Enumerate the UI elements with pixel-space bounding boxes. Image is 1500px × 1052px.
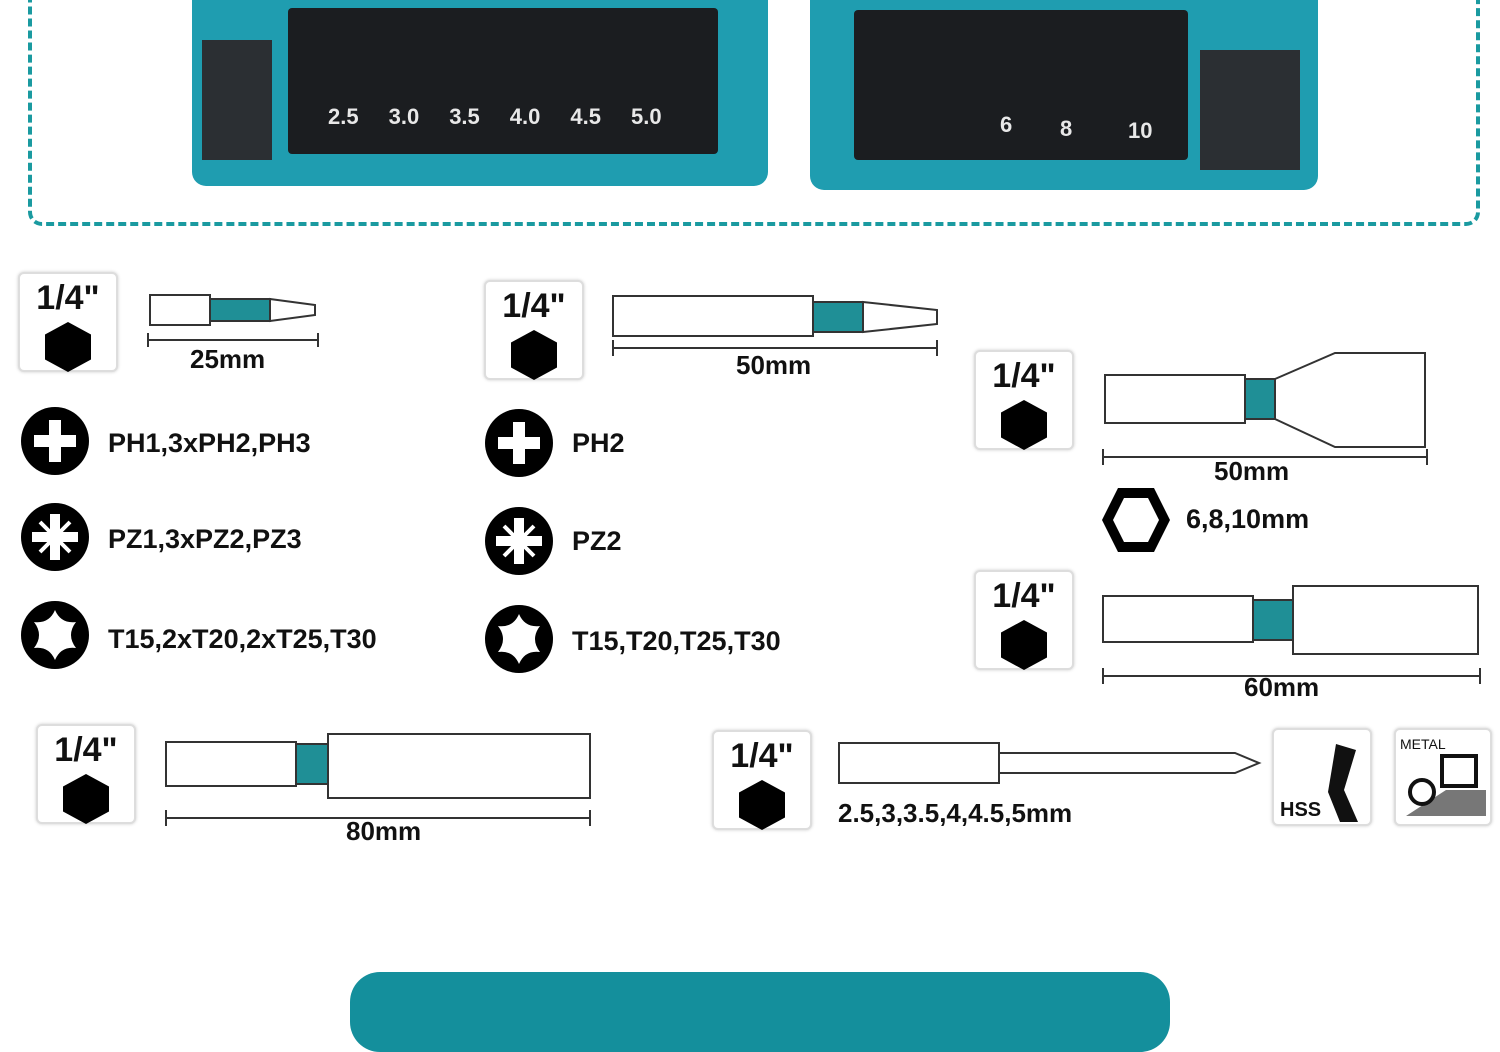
metal-stock-icon (1406, 754, 1486, 816)
nut-size-label: 10 (1128, 118, 1153, 143)
ph-set-label: PH1,3xPH2,PH3 (108, 428, 311, 458)
phillips-icon (21, 407, 89, 475)
length-label: 50mm (1214, 456, 1290, 486)
torx-set-label: T15,2xT20,2xT25,T30 (108, 624, 377, 654)
pozidriv-icon (484, 506, 554, 576)
hex-icon (1001, 620, 1047, 670)
shank-badge: 1/4" (974, 570, 1074, 670)
case-left (192, 0, 768, 186)
case-right (810, 0, 1318, 190)
drill-bit-drawing (838, 742, 1262, 784)
shank-badge: 1/4" (18, 272, 118, 372)
size-label: 5.0 (630, 104, 662, 129)
nut-size-label: 8 (1060, 116, 1073, 141)
hex-icon (45, 322, 91, 372)
nut-driver-drawing (1102, 352, 1428, 465)
size-label: 3.0 (388, 104, 420, 129)
length-label: 80mm (346, 816, 422, 846)
drill-sizes: 2.5,3,3.5,4,4.5,5mm (838, 798, 1073, 828)
photo-frame (28, 0, 1480, 226)
bit-25mm-drawing (147, 294, 319, 347)
hex-icon (511, 330, 557, 380)
torx-icon (485, 605, 553, 673)
hex-icon (63, 774, 109, 824)
socket-sizes: 6,8,10mm (1186, 504, 1310, 534)
hex-icon (739, 780, 785, 830)
torx-icon (21, 601, 89, 669)
hss-badge: HSS (1272, 728, 1372, 826)
size-label: 4.5 (570, 104, 601, 129)
drill-size-labels: 2.5 3.0 3.5 4.0 4.5 5.0 (328, 104, 662, 130)
shank-badge: 1/4" (712, 730, 812, 830)
drill-icon (1328, 744, 1358, 822)
pozidriv-icon (20, 502, 90, 572)
holder-80mm-drawing (165, 733, 591, 826)
pz-set-label: PZ2 (572, 526, 622, 556)
length-label: 50mm (736, 350, 812, 380)
hex-socket-icon (1102, 488, 1170, 552)
size-label: 3.5 (449, 104, 480, 129)
hex-icon (1001, 400, 1047, 450)
ph-set-label: PH2 (572, 428, 625, 458)
nut-size-label: 6 (1000, 112, 1013, 137)
length-label: 60mm (1244, 672, 1320, 702)
phillips-icon (485, 409, 553, 477)
product-title-banner (350, 972, 1170, 1052)
pz-set-label: PZ1,3xPZ2,PZ3 (108, 524, 302, 554)
torx-set-label: T15,T20,T25,T30 (572, 626, 781, 656)
size-label: 2.5 (328, 104, 359, 129)
holder-60mm-drawing (1102, 585, 1481, 684)
metal-badge: METAL (1394, 728, 1492, 826)
shank-badge: 1/4" (974, 350, 1074, 450)
length-label: 25mm (190, 344, 266, 374)
bit-50mm-drawing (612, 295, 938, 356)
size-label: 4.0 (509, 104, 541, 129)
shank-badge: 1/4" (36, 724, 136, 824)
shank-badge: 1/4" (484, 280, 584, 380)
